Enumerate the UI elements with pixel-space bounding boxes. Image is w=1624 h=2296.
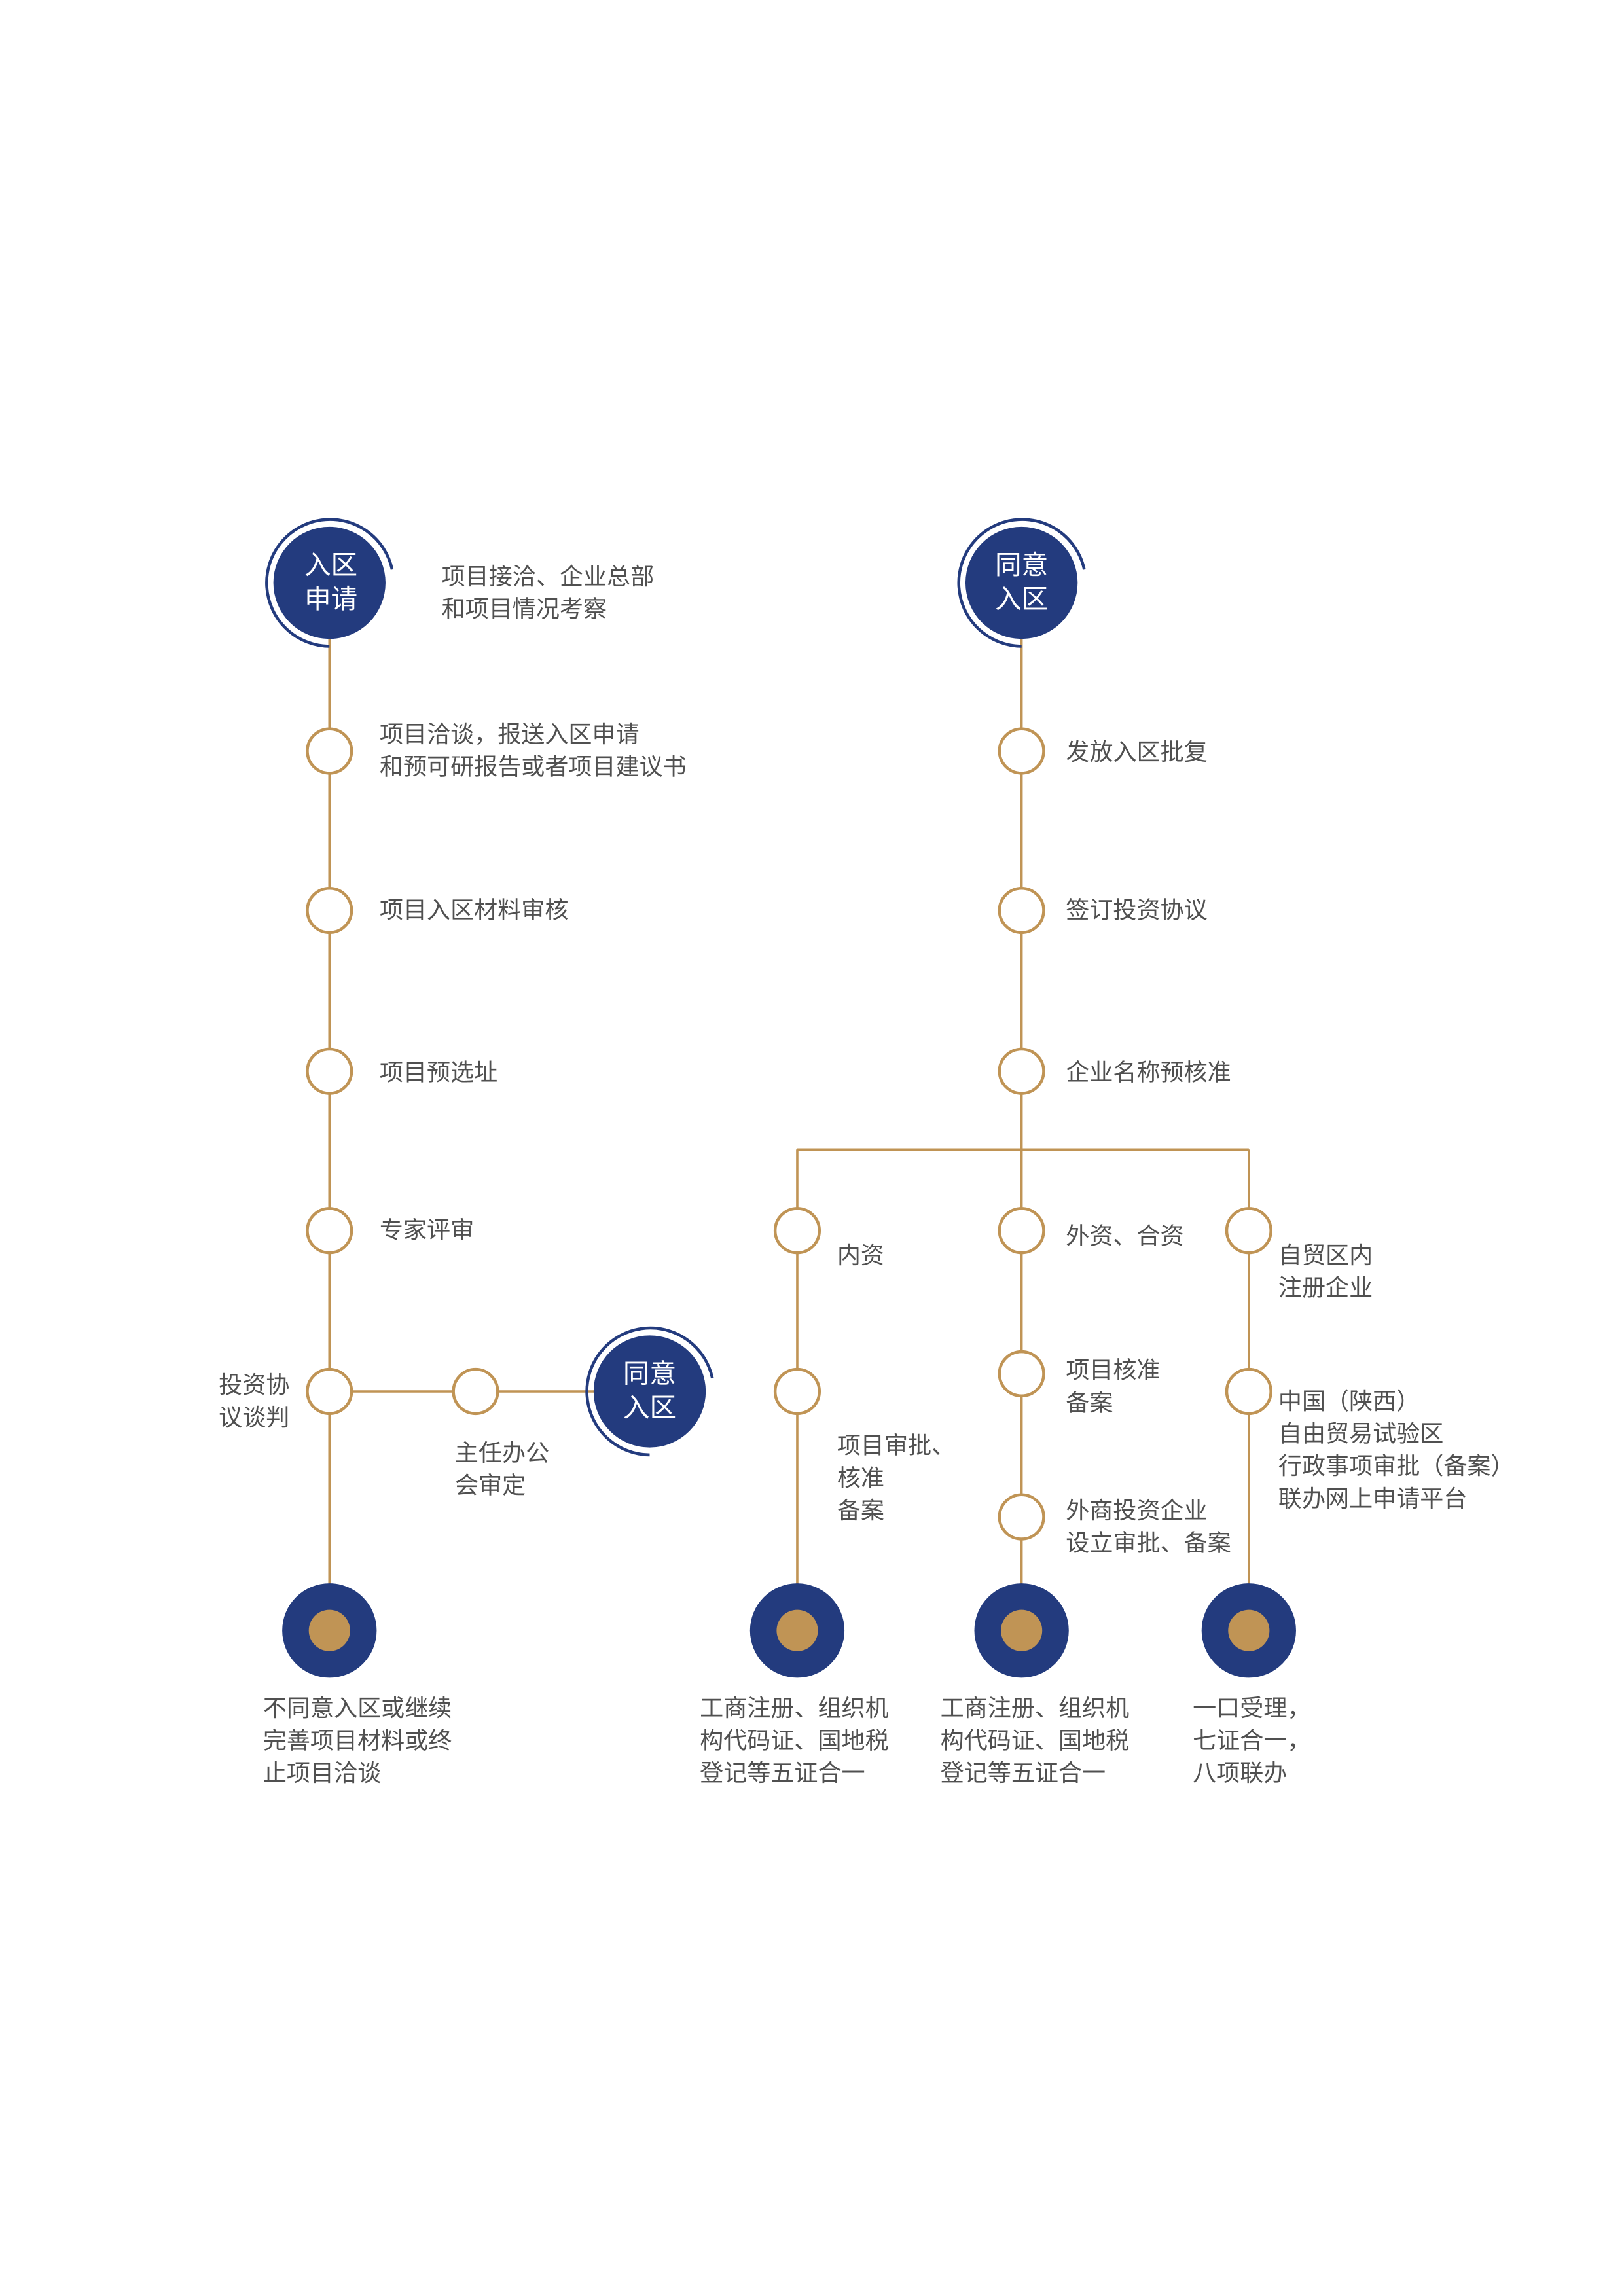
label-line: 和项目情况考察 [442,595,607,622]
label-line: 一口受理， [1193,1695,1310,1722]
right-labels: 发放入区批复 签订投资协议 企业名称预核准 内资 项目审批、核准备案 工商注册、… [700,738,1514,1787]
label-line: 工商注册、组织机 [941,1695,1130,1722]
step-label: 项目入区材料审核 [380,896,569,924]
label-line: 投资协 [219,1371,289,1399]
branch-node-approved: 同意 入区 [585,1326,714,1457]
label-line: 行政事项审批（备案） [1278,1452,1515,1480]
end-nodes [282,1583,1296,1678]
label-line: 项目审批、 [837,1432,955,1460]
label-line: 申请 [304,583,357,615]
label-line: 入区 [304,549,357,581]
label-line: 主任办公 [455,1439,549,1467]
label-line: 构代码证、国地税 [700,1727,888,1755]
label-line: 不同意入区或继续 [263,1695,452,1722]
label-line: 项目洽谈，报送入区申请 [380,721,640,748]
label-line: 止项目洽谈 [263,1759,381,1787]
label-line: 议谈判 [219,1404,289,1431]
label-line: 构代码证、国地税 [941,1727,1130,1755]
step-label: 项目核准备案 [1066,1357,1160,1417]
step-label: 企业名称预核准 [1066,1058,1231,1086]
step-label: 中国（陕西） 自由贸易试验区行政事项审批（备案） 联办网上申请平台 [1278,1388,1515,1513]
label-line: 项目接洽、企业总部 [442,563,655,590]
label-line: 同意 [623,1357,676,1389]
start-desc: 项目接洽、企业总部和项目情况考察 [442,563,655,623]
label-line: 工商注册、组织机 [700,1695,888,1722]
label-line: 注册企业 [1278,1274,1373,1301]
left-labels: 项目接洽、企业总部和项目情况考察 项目洽谈，报送入区申请和预可研报告或者项目建议… [219,563,687,1787]
label-line: 核准 [837,1464,884,1492]
label-line: 备案 [837,1497,884,1524]
label-line: 八项联办 [1193,1759,1287,1787]
label-line: 和预可研报告或者项目建议书 [380,753,687,781]
label-line: 项目核准 [1066,1357,1160,1384]
label-line: 会审定 [455,1472,526,1499]
label-line: 登记等五证合一 [941,1759,1106,1787]
label-line: 自由贸易试验区 [1278,1420,1443,1448]
label-line: 七证合一， [1193,1727,1310,1755]
label-line: 中国（陕西） [1278,1388,1420,1415]
step-label: 主任办公会审定 [455,1439,549,1499]
label-line: 外商投资企业 [1066,1497,1207,1524]
step-label: 项目审批、核准备案 [837,1432,955,1524]
label-line: 备案 [1066,1389,1113,1416]
step-label: 外资、合资 [1066,1223,1183,1250]
start-node-apply: 入区 申请 [265,518,394,648]
step-circles [306,727,1272,1541]
step-label: 内资 [837,1242,884,1269]
label-line: 入区 [623,1391,676,1423]
step-label: 签订投资协议 [1066,896,1207,924]
end-label: 不同意入区或继续完善项目材料或终止项目洽谈 [263,1695,452,1787]
label-line: 联办网上申请平台 [1278,1485,1468,1513]
label-line: 完善项目材料或终 [263,1727,452,1755]
start-node-approved: 同意 入区 [957,518,1086,648]
step-label: 投资协议谈判 [219,1371,289,1431]
end-label: 工商注册、组织机构代码证、国地税登记等五证合一 [941,1695,1130,1787]
step-label: 专家评审 [380,1217,474,1244]
step-label: 外商投资企业设立审批、备案 [1066,1497,1231,1557]
label-line: 自贸区内 [1278,1242,1373,1269]
label-line: 登记等五证合一 [700,1759,865,1787]
end-label: 工商注册、组织机构代码证、国地税登记等五证合一 [700,1695,888,1787]
label-line: 同意 [995,549,1048,581]
step-label: 发放入区批复 [1066,738,1207,766]
step-label: 项目预选址 [380,1058,497,1086]
step-label: 自贸区内注册企业 [1278,1242,1373,1302]
end-label: 一口受理， 七证合一， 八项联办 [1193,1695,1310,1787]
step-label: 项目洽谈，报送入区申请和预可研报告或者项目建议书 [380,721,687,781]
label-line: 设立审批、备案 [1066,1529,1231,1556]
label-line: 入区 [995,583,1048,615]
